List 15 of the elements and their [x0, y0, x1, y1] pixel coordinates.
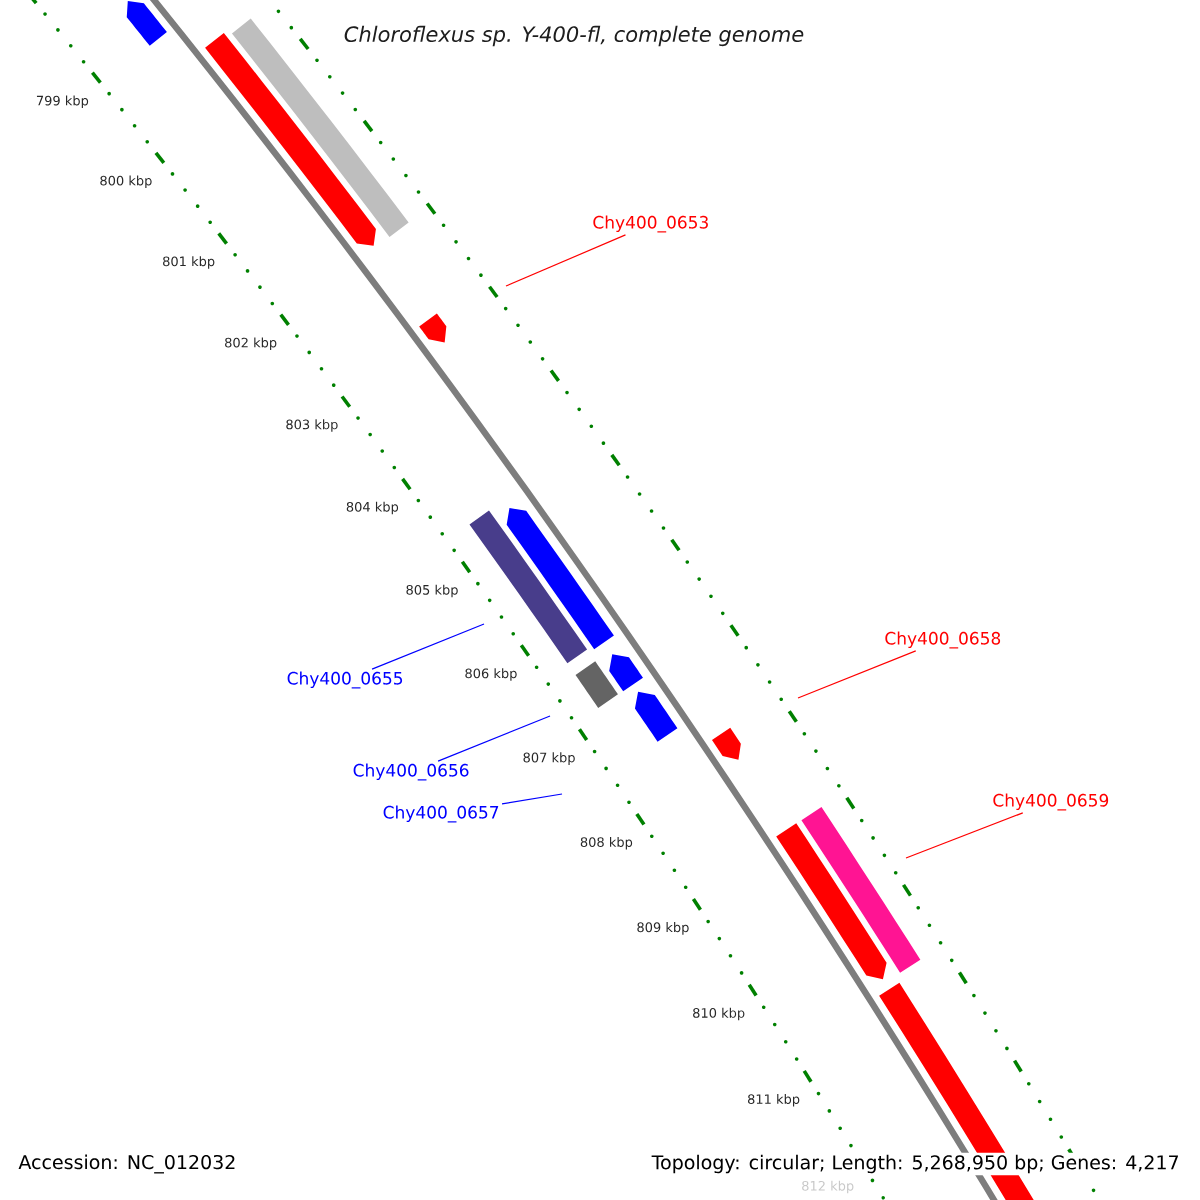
leader-line: [437, 715, 551, 762]
gene-label: Chy400_0658: [885, 631, 1001, 649]
gene-label: Chy400_0655: [287, 671, 403, 689]
leader-line: [371, 623, 485, 670]
gene-label: Chy400_0656: [353, 763, 469, 781]
accession-text: Accession: NC_012032: [18, 1154, 235, 1174]
leader-line: [501, 793, 563, 805]
gene-label: Chy400_0657: [383, 805, 499, 823]
map-title: Chloroflexus sp. Y-400-fl, complete genome: [344, 25, 804, 47]
genome-stats-text: Topology: circular; Length: 5,268,950 bp; Genes: 4,217: [649, 1152, 1182, 1176]
leader-line: [797, 650, 917, 699]
gene-label: Chy400_0659: [993, 793, 1109, 811]
leader-line: [505, 234, 627, 287]
leader-line: [905, 812, 1024, 859]
gene-label: Chy400_0653: [593, 215, 708, 233]
